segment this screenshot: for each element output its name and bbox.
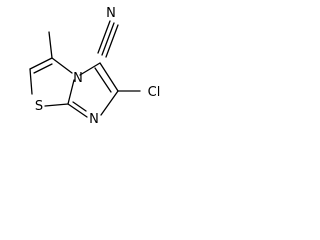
bond-n7-c7a-double [72, 101, 87, 112]
bond-n4-c3 [51, 57, 73, 74]
nitrile-triple-bond-2 [105, 24, 119, 58]
bond-n7-c7a [67, 103, 88, 118]
ring-n-label: N [73, 71, 83, 86]
bond-c3-c2-double [33, 63, 53, 74]
bond-c5-c6-double [94, 67, 112, 93]
methyl-bond [48, 31, 53, 59]
chlorine-label: Cl [148, 85, 161, 100]
sulfur-label: S [35, 99, 43, 114]
bond-c6-n7 [100, 90, 119, 116]
nitrile-triple-bond-1 [101, 22, 115, 56]
nitrile-triple-bond-3 [97, 20, 111, 54]
bond-c7a-n4 [67, 79, 75, 105]
bond-c5-c6 [99, 62, 119, 92]
thiazole-ring [29, 57, 73, 107]
nitrile-group [97, 20, 119, 58]
imine-n-label: N [89, 112, 99, 127]
imidazole-ring [67, 62, 119, 118]
bond-s1-c7a [44, 103, 69, 107]
chemical-structure: N N N S Cl [29, 6, 161, 127]
bond-n4-c5 [79, 62, 101, 76]
nitrile-n-label: N [106, 6, 116, 21]
bond-c3-c2 [29, 57, 53, 70]
bond-c2-s1 [29, 68, 33, 95]
